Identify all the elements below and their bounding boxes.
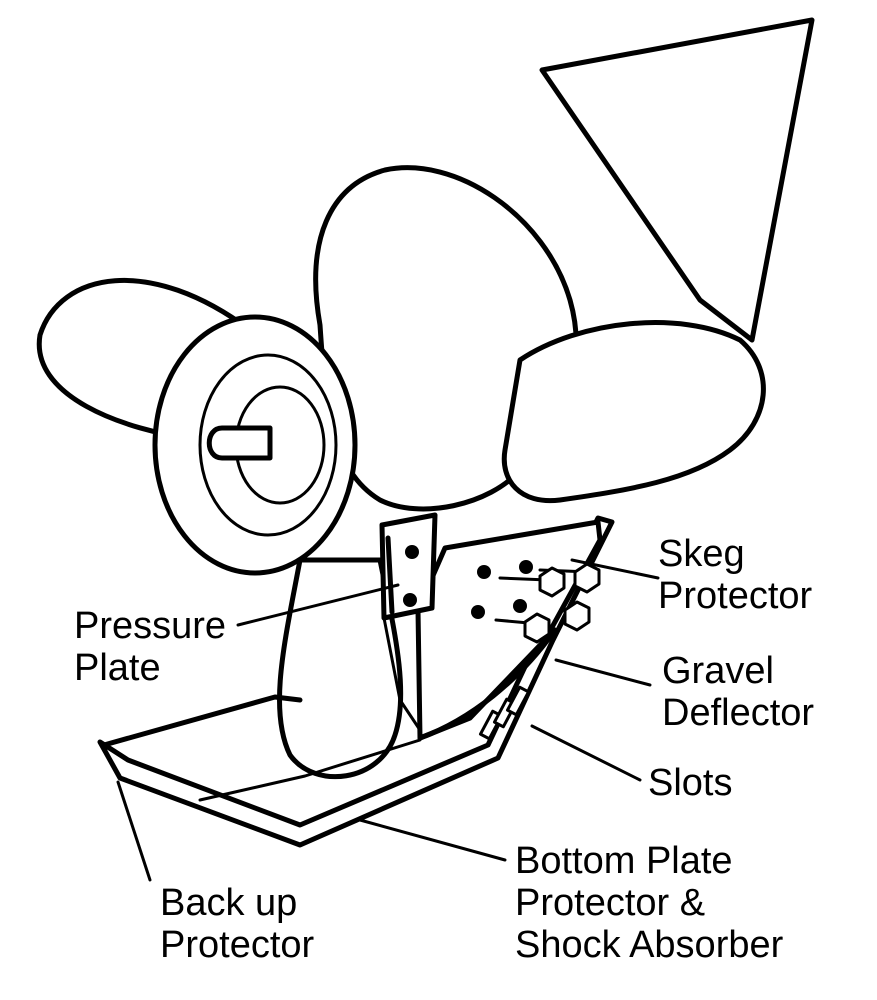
label-line: Shock Absorber bbox=[515, 924, 784, 966]
label-line: Bottom Plate bbox=[515, 840, 733, 882]
pressure-plate bbox=[379, 512, 438, 732]
leader-skeg-protector bbox=[570, 558, 660, 580]
label-line: Protector bbox=[658, 575, 813, 617]
leader-pressure-plate bbox=[236, 583, 400, 627]
bottom-plate-protector bbox=[97, 515, 615, 848]
leader-lines bbox=[116, 558, 660, 882]
label-line: Protector & bbox=[515, 882, 706, 924]
leader-back-up bbox=[116, 780, 152, 882]
skeg-protector-plate bbox=[415, 519, 603, 741]
label-pressure-plate: Pressure Plate bbox=[74, 605, 226, 689]
label-skeg-protector: Skeg Protector bbox=[658, 533, 812, 617]
label-gravel-deflector: Gravel Deflector bbox=[662, 650, 814, 734]
slots bbox=[478, 685, 531, 741]
label-line: Skeg bbox=[658, 533, 745, 575]
leader-gravel-deflector bbox=[554, 658, 652, 687]
propeller-shaft bbox=[206, 425, 273, 461]
skeg-fin bbox=[539, 17, 815, 343]
label-back-up: Back up Protector bbox=[160, 882, 314, 966]
label-bottom-plate: Bottom Plate Protector & Shock Absorber bbox=[515, 840, 783, 966]
label-line: Back up bbox=[160, 882, 298, 924]
label-line: Gravel bbox=[662, 650, 774, 692]
label-line: Slots bbox=[648, 762, 733, 804]
label-line: Plate bbox=[74, 647, 161, 689]
label-line: Deflector bbox=[662, 692, 815, 734]
propeller-lower-blade bbox=[276, 557, 404, 780]
propeller-right-blade bbox=[501, 320, 766, 504]
propeller bbox=[36, 165, 766, 576]
leader-slots bbox=[530, 724, 642, 782]
label-slots: Slots bbox=[648, 762, 732, 804]
label-line: Protector bbox=[160, 924, 315, 966]
leader-bottom-plate bbox=[358, 818, 507, 862]
label-line: Pressure bbox=[74, 605, 227, 647]
